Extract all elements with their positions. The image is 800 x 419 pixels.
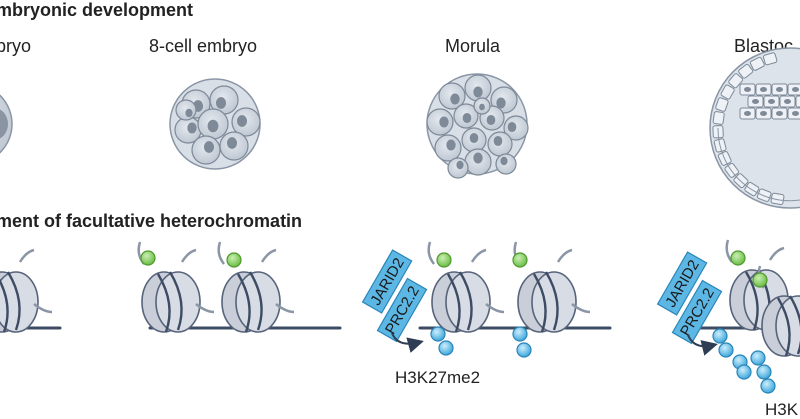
prc22-box bbox=[671, 279, 723, 345]
jarid2-box bbox=[361, 249, 413, 314]
embryo-cell bbox=[464, 74, 492, 102]
embryo-cell bbox=[453, 103, 479, 129]
embryo-cell bbox=[191, 135, 221, 165]
methyl-mark bbox=[760, 378, 776, 394]
green-modification-mark bbox=[436, 252, 452, 268]
embryo-cell bbox=[219, 131, 249, 161]
embryo-cell bbox=[209, 85, 239, 115]
jarid2-prc22-complex-morula: JARID2 PRC2.2 bbox=[361, 249, 428, 353]
methyl-mark bbox=[718, 342, 734, 358]
eight-cell-embryo bbox=[169, 78, 261, 170]
nucleosome bbox=[217, 241, 295, 333]
stage-label-zygote: bryo bbox=[0, 36, 31, 56]
methyl-mark bbox=[712, 328, 728, 344]
methyl-mark bbox=[516, 342, 532, 358]
development-heading: mbryonic development bbox=[0, 0, 193, 20]
stage-label-morula: Morula bbox=[445, 36, 501, 56]
embryo-cell bbox=[175, 99, 197, 121]
embryo-cell bbox=[447, 157, 469, 179]
green-modification-mark bbox=[512, 252, 528, 268]
prc22-box bbox=[376, 277, 428, 343]
green-modification-mark bbox=[730, 250, 746, 266]
methyl-mark bbox=[438, 340, 454, 356]
methyl-mark bbox=[736, 364, 752, 380]
green-modification-mark bbox=[140, 250, 156, 266]
embryo-cell bbox=[434, 134, 462, 162]
methyl-mark bbox=[750, 350, 766, 366]
embryo-cell bbox=[438, 82, 466, 110]
methylation-arrow bbox=[687, 334, 718, 356]
embryo-cell bbox=[495, 153, 517, 175]
heterochromatin-heading: ment of facultative heterochromatin bbox=[0, 211, 302, 231]
jarid2-prc22-complex-blastocyst: JARID2 PRC2.2 bbox=[656, 251, 723, 356]
zygote-embryo bbox=[0, 94, 13, 154]
methylation-arrow bbox=[391, 332, 424, 353]
methyl-mark bbox=[756, 364, 772, 380]
embryo-cell bbox=[503, 115, 529, 141]
embryo-cell bbox=[490, 86, 518, 114]
nucleosome bbox=[427, 241, 505, 333]
chromatin-row bbox=[0, 239, 800, 394]
green-modification-mark bbox=[226, 252, 242, 268]
blastocyst-embryo bbox=[709, 47, 800, 209]
embryo-cell bbox=[464, 148, 492, 176]
nucleosome bbox=[513, 241, 591, 333]
embryo-cell bbox=[426, 108, 454, 136]
green-modification-mark bbox=[752, 272, 768, 288]
embryo-cell bbox=[231, 107, 261, 137]
h3k27me2-label: H3K27me2 bbox=[395, 368, 480, 387]
methyl-mark bbox=[430, 326, 446, 342]
inner-cell-mass bbox=[739, 83, 800, 120]
embryo-cell bbox=[197, 108, 229, 140]
stage-label-8-cell: 8-cell embryo bbox=[149, 36, 257, 56]
embryo-cell bbox=[473, 97, 491, 115]
embryo-cell bbox=[461, 127, 487, 153]
methyl-mark bbox=[512, 326, 528, 342]
morula-embryo bbox=[426, 73, 529, 179]
jarid2-box bbox=[656, 251, 708, 316]
embryo-cell bbox=[487, 131, 513, 157]
nucleosome bbox=[0, 248, 53, 333]
nucleosome bbox=[757, 265, 800, 357]
h3k-label-partial: H3K bbox=[765, 400, 799, 419]
